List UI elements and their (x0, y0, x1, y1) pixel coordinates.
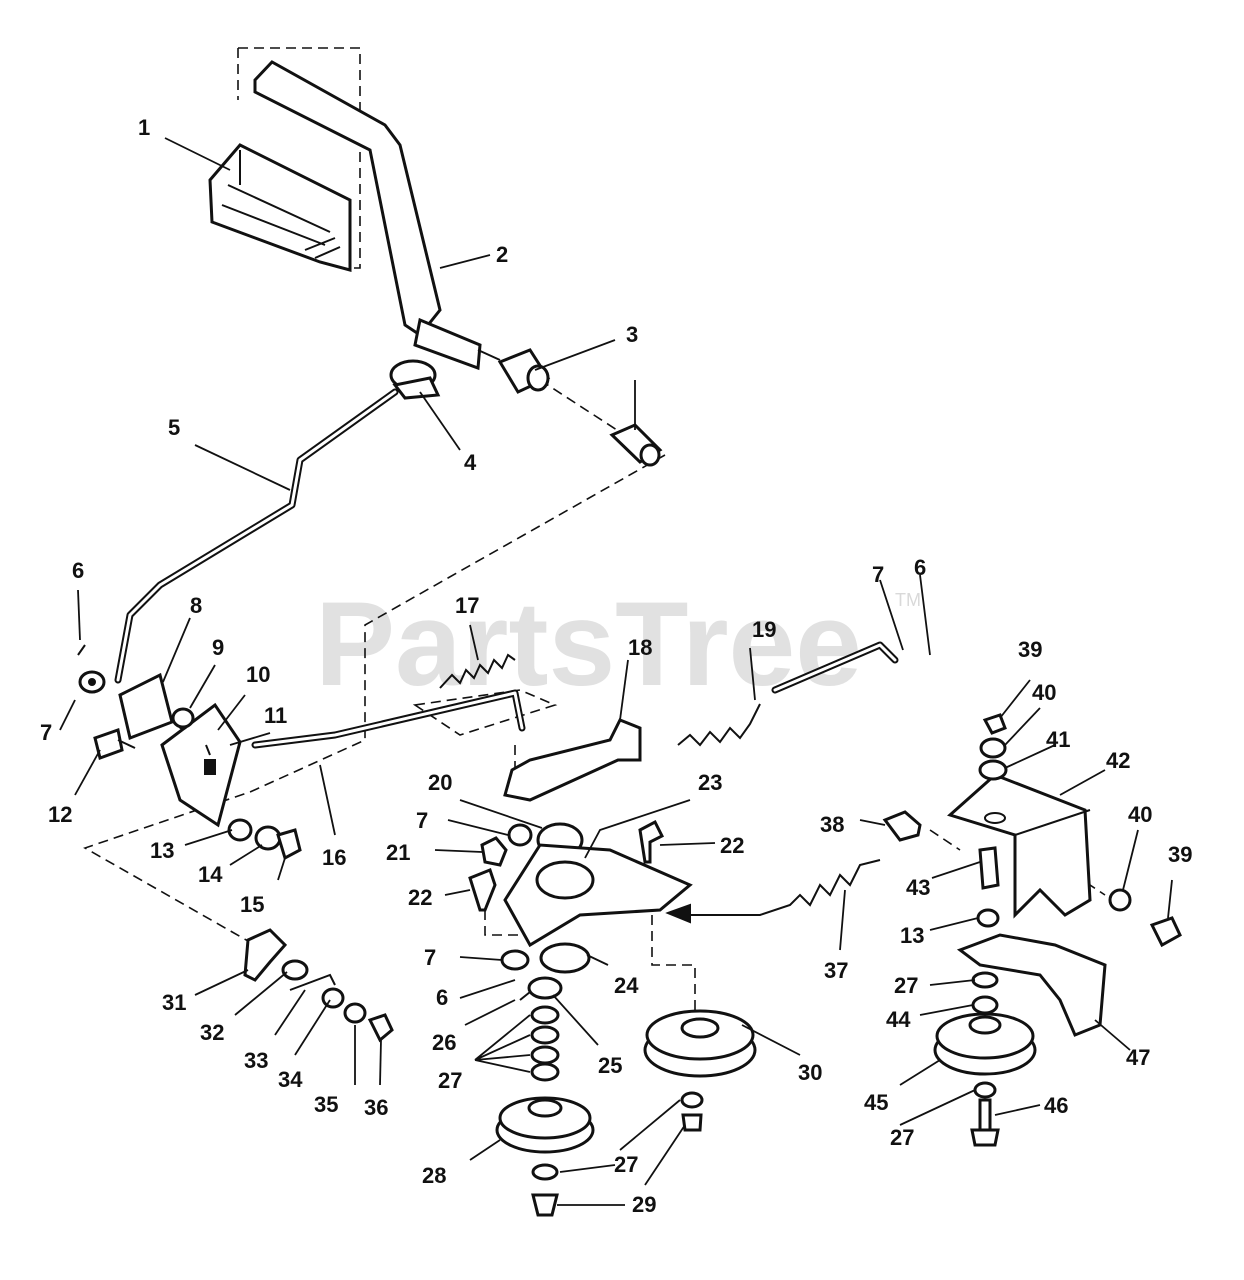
watermark-trademark: TM (895, 590, 921, 610)
part-washer-7 (507, 823, 533, 847)
callouts: 1 2 3 4 5 6 6 6 7 7 7 7 8 9 10 11 12 13 … (40, 115, 1192, 1217)
callout-25: 25 (598, 1053, 622, 1078)
callout-16: 16 (322, 845, 346, 870)
part-pedal-pad (208, 143, 352, 272)
callout-46: 46 (1044, 1093, 1068, 1118)
part-clip-25 (527, 976, 563, 1000)
callout-9: 9 (212, 635, 224, 660)
callout-5: 5 (168, 415, 180, 440)
part-bolt-38 (882, 810, 922, 842)
callout-27: 27 (614, 1152, 638, 1177)
callout-27: 27 (894, 973, 918, 998)
part-pedal-arm (253, 60, 501, 371)
part-arrow-37 (665, 903, 691, 924)
callout-42: 42 (1106, 748, 1130, 773)
callout-13: 13 (900, 923, 924, 948)
callout-44: 44 (886, 1007, 911, 1032)
callout-21: 21 (386, 840, 410, 865)
callout-27: 27 (438, 1068, 462, 1093)
callout-12: 12 (48, 802, 72, 827)
callout-39: 39 (1168, 842, 1192, 867)
callout-35: 35 (314, 1092, 338, 1117)
part-rod-19-highlight (773, 643, 897, 692)
callout-24: 24 (614, 973, 639, 998)
callout-6: 6 (436, 985, 448, 1010)
part-hub-23 (535, 860, 595, 900)
part-pulley-45 (933, 971, 1037, 1147)
callout-23: 23 (698, 770, 722, 795)
callout-26: 26 (432, 1030, 456, 1055)
callout-8: 8 (190, 593, 202, 618)
callout-4: 4 (464, 450, 477, 475)
part-bracket-42 (947, 773, 1092, 919)
callout-29: 29 (632, 1192, 656, 1217)
callout-33: 33 (244, 1048, 268, 1073)
callout-10: 10 (246, 662, 270, 687)
callout-31: 31 (162, 990, 186, 1015)
part-hardware-left (77, 644, 302, 861)
part-plate-23 (503, 843, 693, 948)
part-brackets-8-11 (118, 672, 242, 828)
callout-17: 17 (455, 593, 479, 618)
callout-14: 14 (198, 862, 223, 887)
callout-43: 43 (906, 875, 930, 900)
callout-40: 40 (1128, 802, 1152, 827)
callout-22: 22 (408, 885, 432, 910)
callout-11: 11 (264, 703, 287, 728)
part-bushing-24 (539, 942, 591, 974)
callout-30: 30 (798, 1060, 822, 1085)
callout-7: 7 (872, 562, 884, 587)
callout-41: 41 (1046, 727, 1070, 752)
part-knob (389, 359, 441, 400)
callout-13: 13 (150, 838, 174, 863)
part-washer-7b (500, 949, 530, 971)
callout-37: 37 (824, 958, 848, 983)
callout-18: 18 (628, 635, 652, 660)
part-pin-26 (519, 991, 531, 1001)
callout-7: 7 (424, 945, 436, 970)
callout-32: 32 (200, 1020, 224, 1045)
part-nut-21 (480, 836, 508, 867)
callout-1: 1 (138, 115, 150, 140)
part-bushings (497, 348, 663, 467)
callout-20: 20 (428, 770, 452, 795)
callout-38: 38 (820, 812, 844, 837)
part-rod-16-highlight (253, 691, 524, 747)
part-idler-arm-47 (956, 933, 1107, 1037)
part-hardware-right (976, 713, 1182, 948)
callout-2: 2 (496, 242, 508, 267)
callout-6: 6 (72, 558, 84, 583)
part-spring-17 (439, 653, 516, 689)
part-spring-19 (677, 703, 761, 747)
callout-40: 40 (1032, 680, 1056, 705)
part-bolt-22b (468, 868, 497, 912)
callout-19: 19 (752, 617, 776, 642)
part-lever-18 (503, 718, 642, 802)
part-pulley-30 (643, 1009, 757, 1132)
part-lower-left-assembly (243, 928, 394, 1043)
callout-22: 22 (720, 833, 744, 858)
leader-lines (59, 137, 1173, 1206)
watermark-text: PartsTree (315, 577, 862, 711)
callout-7: 7 (40, 720, 52, 745)
part-rod-5-highlight (116, 390, 397, 682)
part-bolt-22a (638, 819, 665, 864)
callout-7: 7 (416, 808, 428, 833)
callout-34: 34 (278, 1067, 303, 1092)
part-spring-37 (690, 859, 881, 916)
callout-39: 39 (1018, 637, 1042, 662)
callout-27: 27 (890, 1125, 914, 1150)
callout-6: 6 (914, 555, 926, 580)
callout-47: 47 (1126, 1045, 1150, 1070)
callout-3: 3 (626, 322, 638, 347)
part-pulley-28 (495, 1096, 595, 1217)
part-spacers-27 (530, 1005, 560, 1082)
callout-15: 15 (240, 892, 264, 917)
callout-45: 45 (864, 1090, 888, 1115)
callout-28: 28 (422, 1163, 446, 1188)
callout-36: 36 (364, 1095, 388, 1120)
